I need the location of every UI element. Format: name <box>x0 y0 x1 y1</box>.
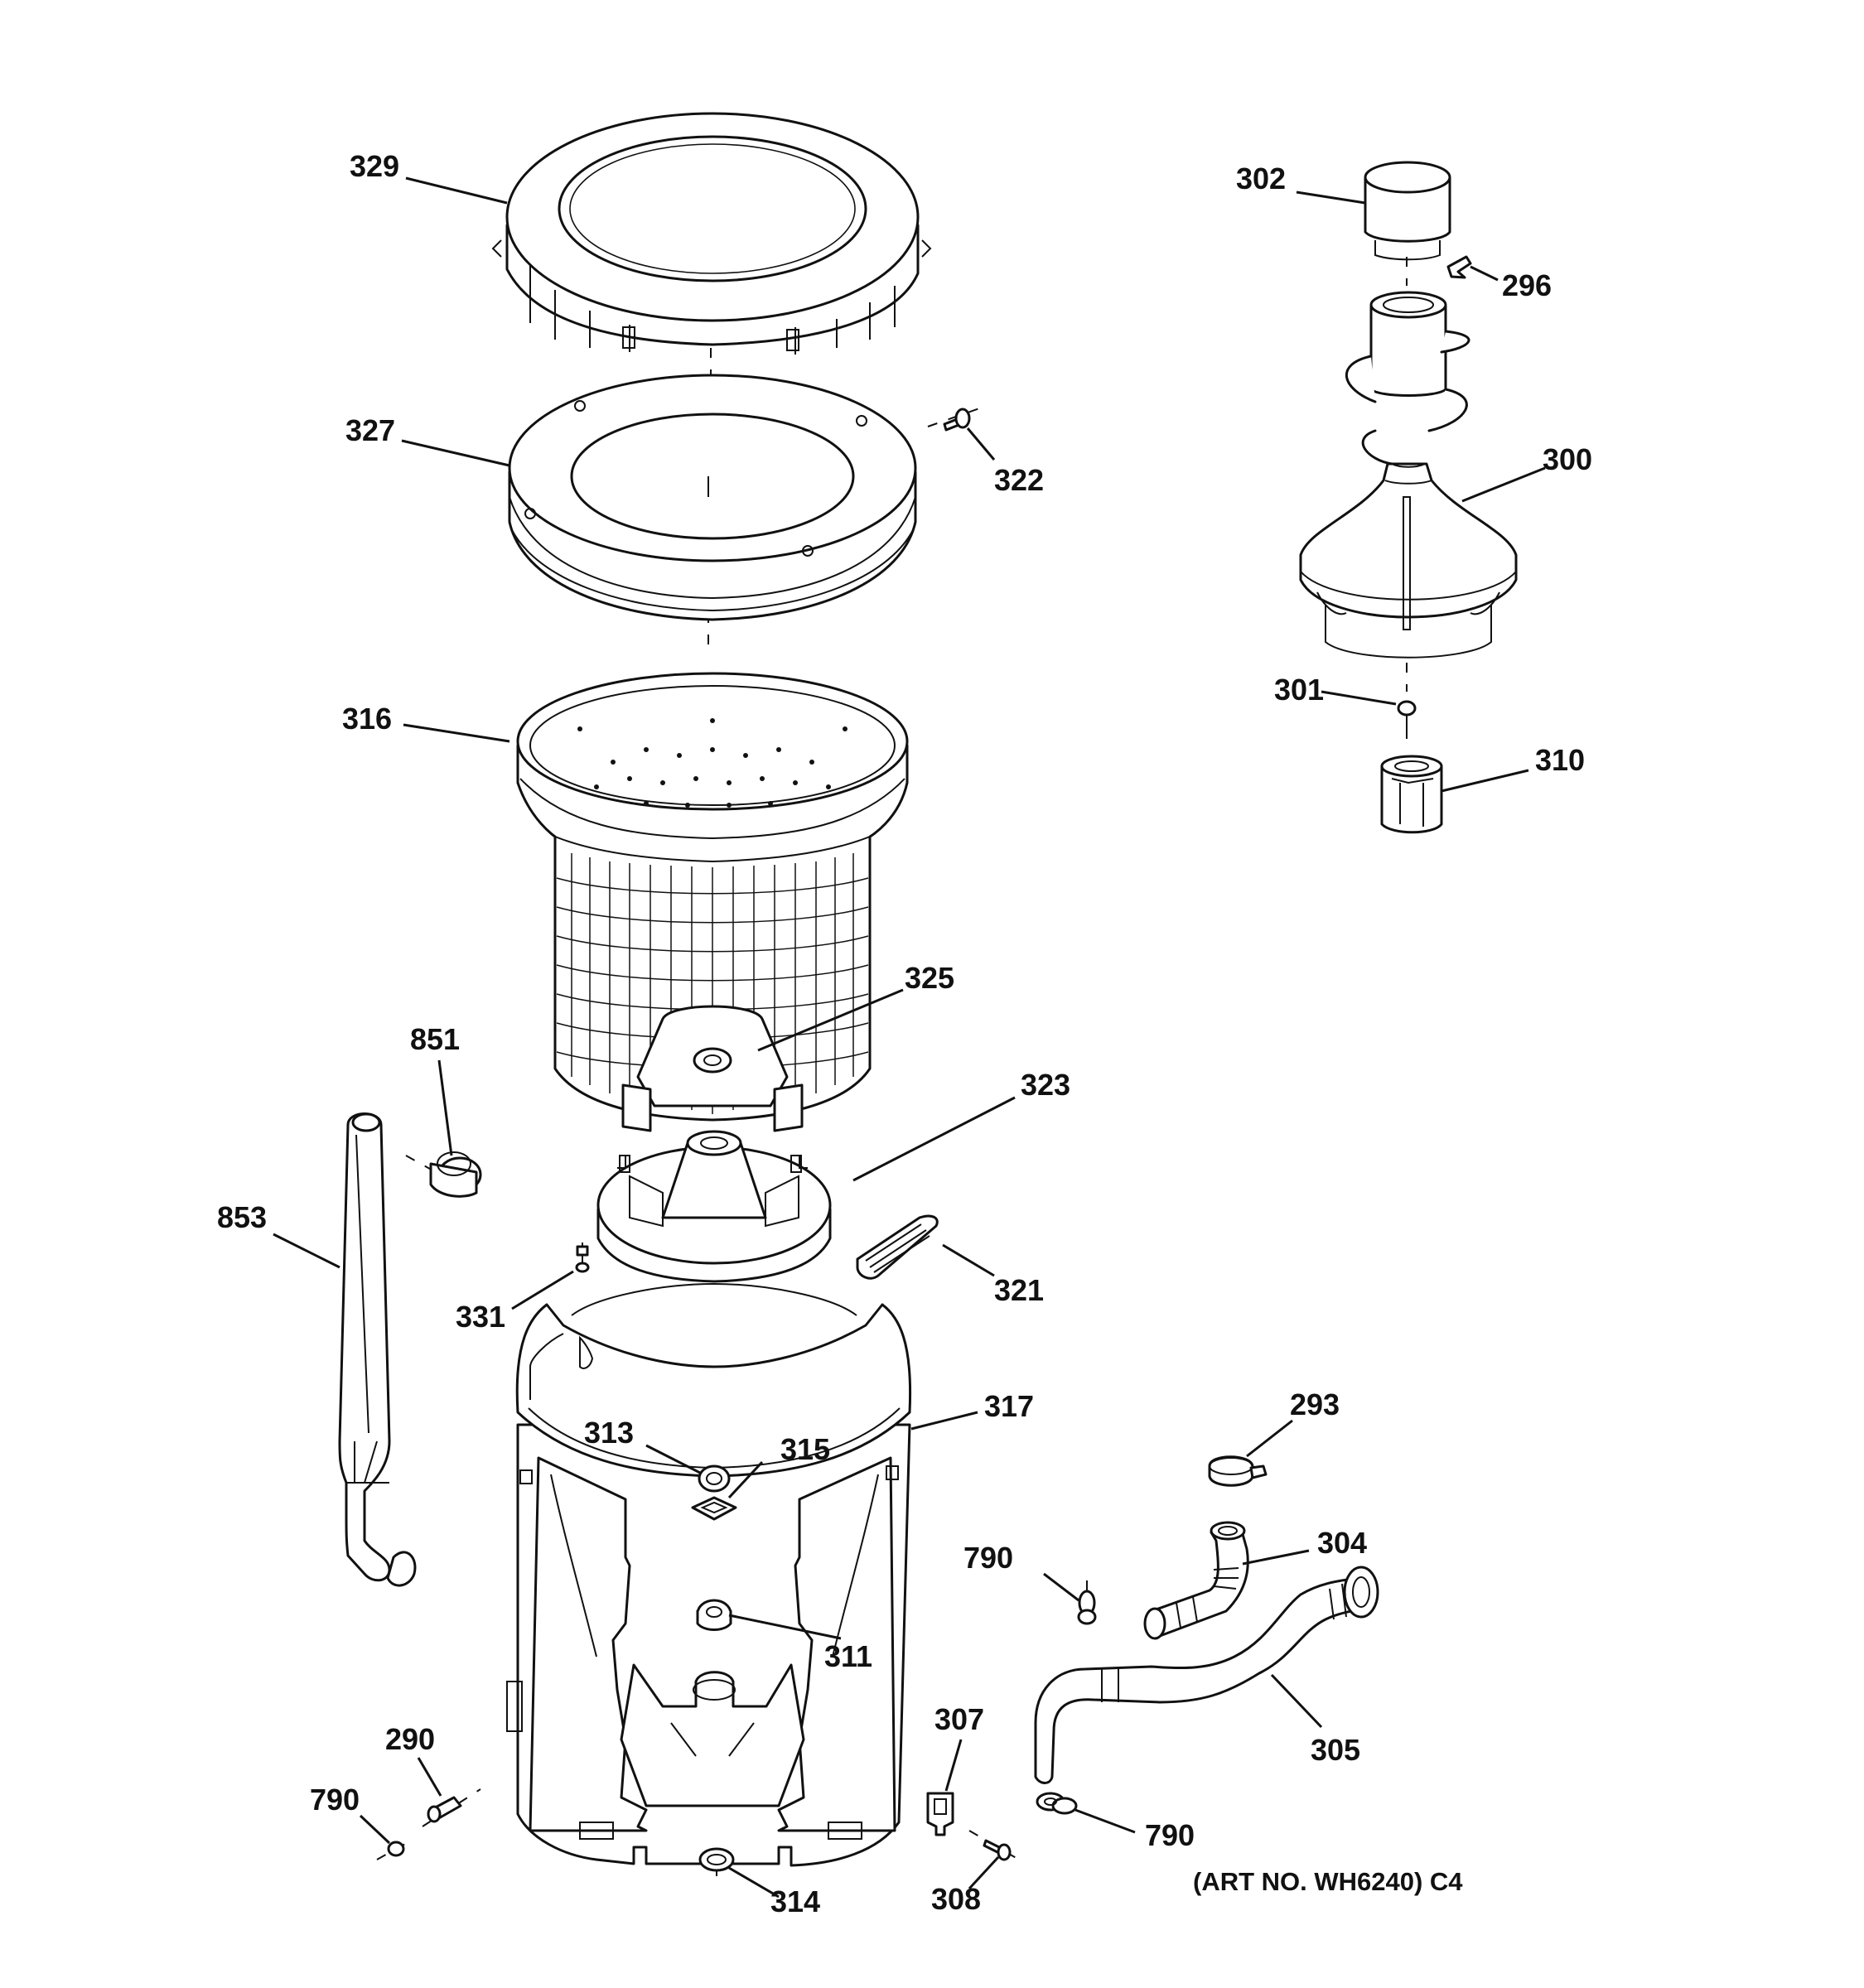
screw-322-part <box>927 407 983 432</box>
clamp-790-mid-part <box>1077 1574 1097 1625</box>
agitator-cap-302-part <box>1364 161 1451 261</box>
callout-302: 302 <box>1236 162 1286 195</box>
drain-tube-part <box>338 1112 417 1587</box>
callout-308: 308 <box>931 1882 981 1916</box>
clamp-790-right-part <box>1036 1792 1078 1815</box>
leader-lines <box>273 176 1546 1899</box>
pin-290-part <box>422 1788 481 1827</box>
wash-basket-part <box>516 672 909 1132</box>
callout-307: 307 <box>934 1702 984 1736</box>
bolt-301-part <box>1397 700 1417 729</box>
drain-hose-305-part <box>1034 1566 1379 1784</box>
screw-308-part <box>968 1830 1020 1861</box>
callout-331: 331 <box>456 1300 505 1334</box>
clamp-790-left-part <box>376 1838 415 1860</box>
clip-296-part <box>1446 255 1472 279</box>
callout-790-left: 790 <box>310 1783 360 1817</box>
callout-296: 296 <box>1502 268 1552 302</box>
callout-325: 325 <box>905 961 954 995</box>
callout-313: 313 <box>584 1416 634 1450</box>
seal-314-part <box>698 1847 735 1872</box>
callout-853: 853 <box>217 1200 267 1234</box>
coupling-310-part <box>1380 755 1443 834</box>
tub-cover-part <box>491 112 932 355</box>
callout-304: 304 <box>1317 1526 1367 1560</box>
callout-311: 311 <box>824 1639 872 1673</box>
drain-elbow-304-part <box>1143 1521 1249 1640</box>
callout-323: 323 <box>1021 1068 1070 1102</box>
callout-300: 300 <box>1543 442 1592 476</box>
callout-290: 290 <box>385 1722 435 1756</box>
callout-327: 327 <box>345 413 395 447</box>
callout-329: 329 <box>350 149 399 183</box>
callout-322: 322 <box>994 463 1044 497</box>
balance-ring-part <box>508 374 917 621</box>
screw-331-part <box>575 1242 590 1273</box>
outer-tub-part <box>506 1282 912 1867</box>
callout-790-right: 790 <box>1145 1818 1195 1852</box>
art-number: (ART NO. WH6240) C4 <box>1193 1867 1463 1896</box>
callout-315: 315 <box>780 1432 830 1466</box>
callout-labels: 329 327 322 316 325 851 853 323 331 321 … <box>217 149 1592 1918</box>
bracket-307-part <box>926 1792 954 1836</box>
agitator-300-part <box>1299 291 1518 659</box>
callout-305: 305 <box>1311 1733 1360 1767</box>
callout-321: 321 <box>994 1273 1044 1307</box>
callout-293: 293 <box>1290 1387 1340 1421</box>
lint-filter-part <box>856 1214 939 1280</box>
callout-790-mid: 790 <box>963 1541 1013 1575</box>
callout-301: 301 <box>1274 673 1324 707</box>
callout-851: 851 <box>410 1022 460 1056</box>
hose-clamp-293-part <box>1208 1455 1268 1487</box>
callout-310: 310 <box>1535 743 1585 777</box>
grommet-851-part <box>405 1151 482 1198</box>
callout-317: 317 <box>984 1389 1034 1423</box>
callout-314: 314 <box>770 1884 820 1918</box>
callout-316: 316 <box>342 702 392 736</box>
hub-assembly-part <box>596 1130 832 1283</box>
